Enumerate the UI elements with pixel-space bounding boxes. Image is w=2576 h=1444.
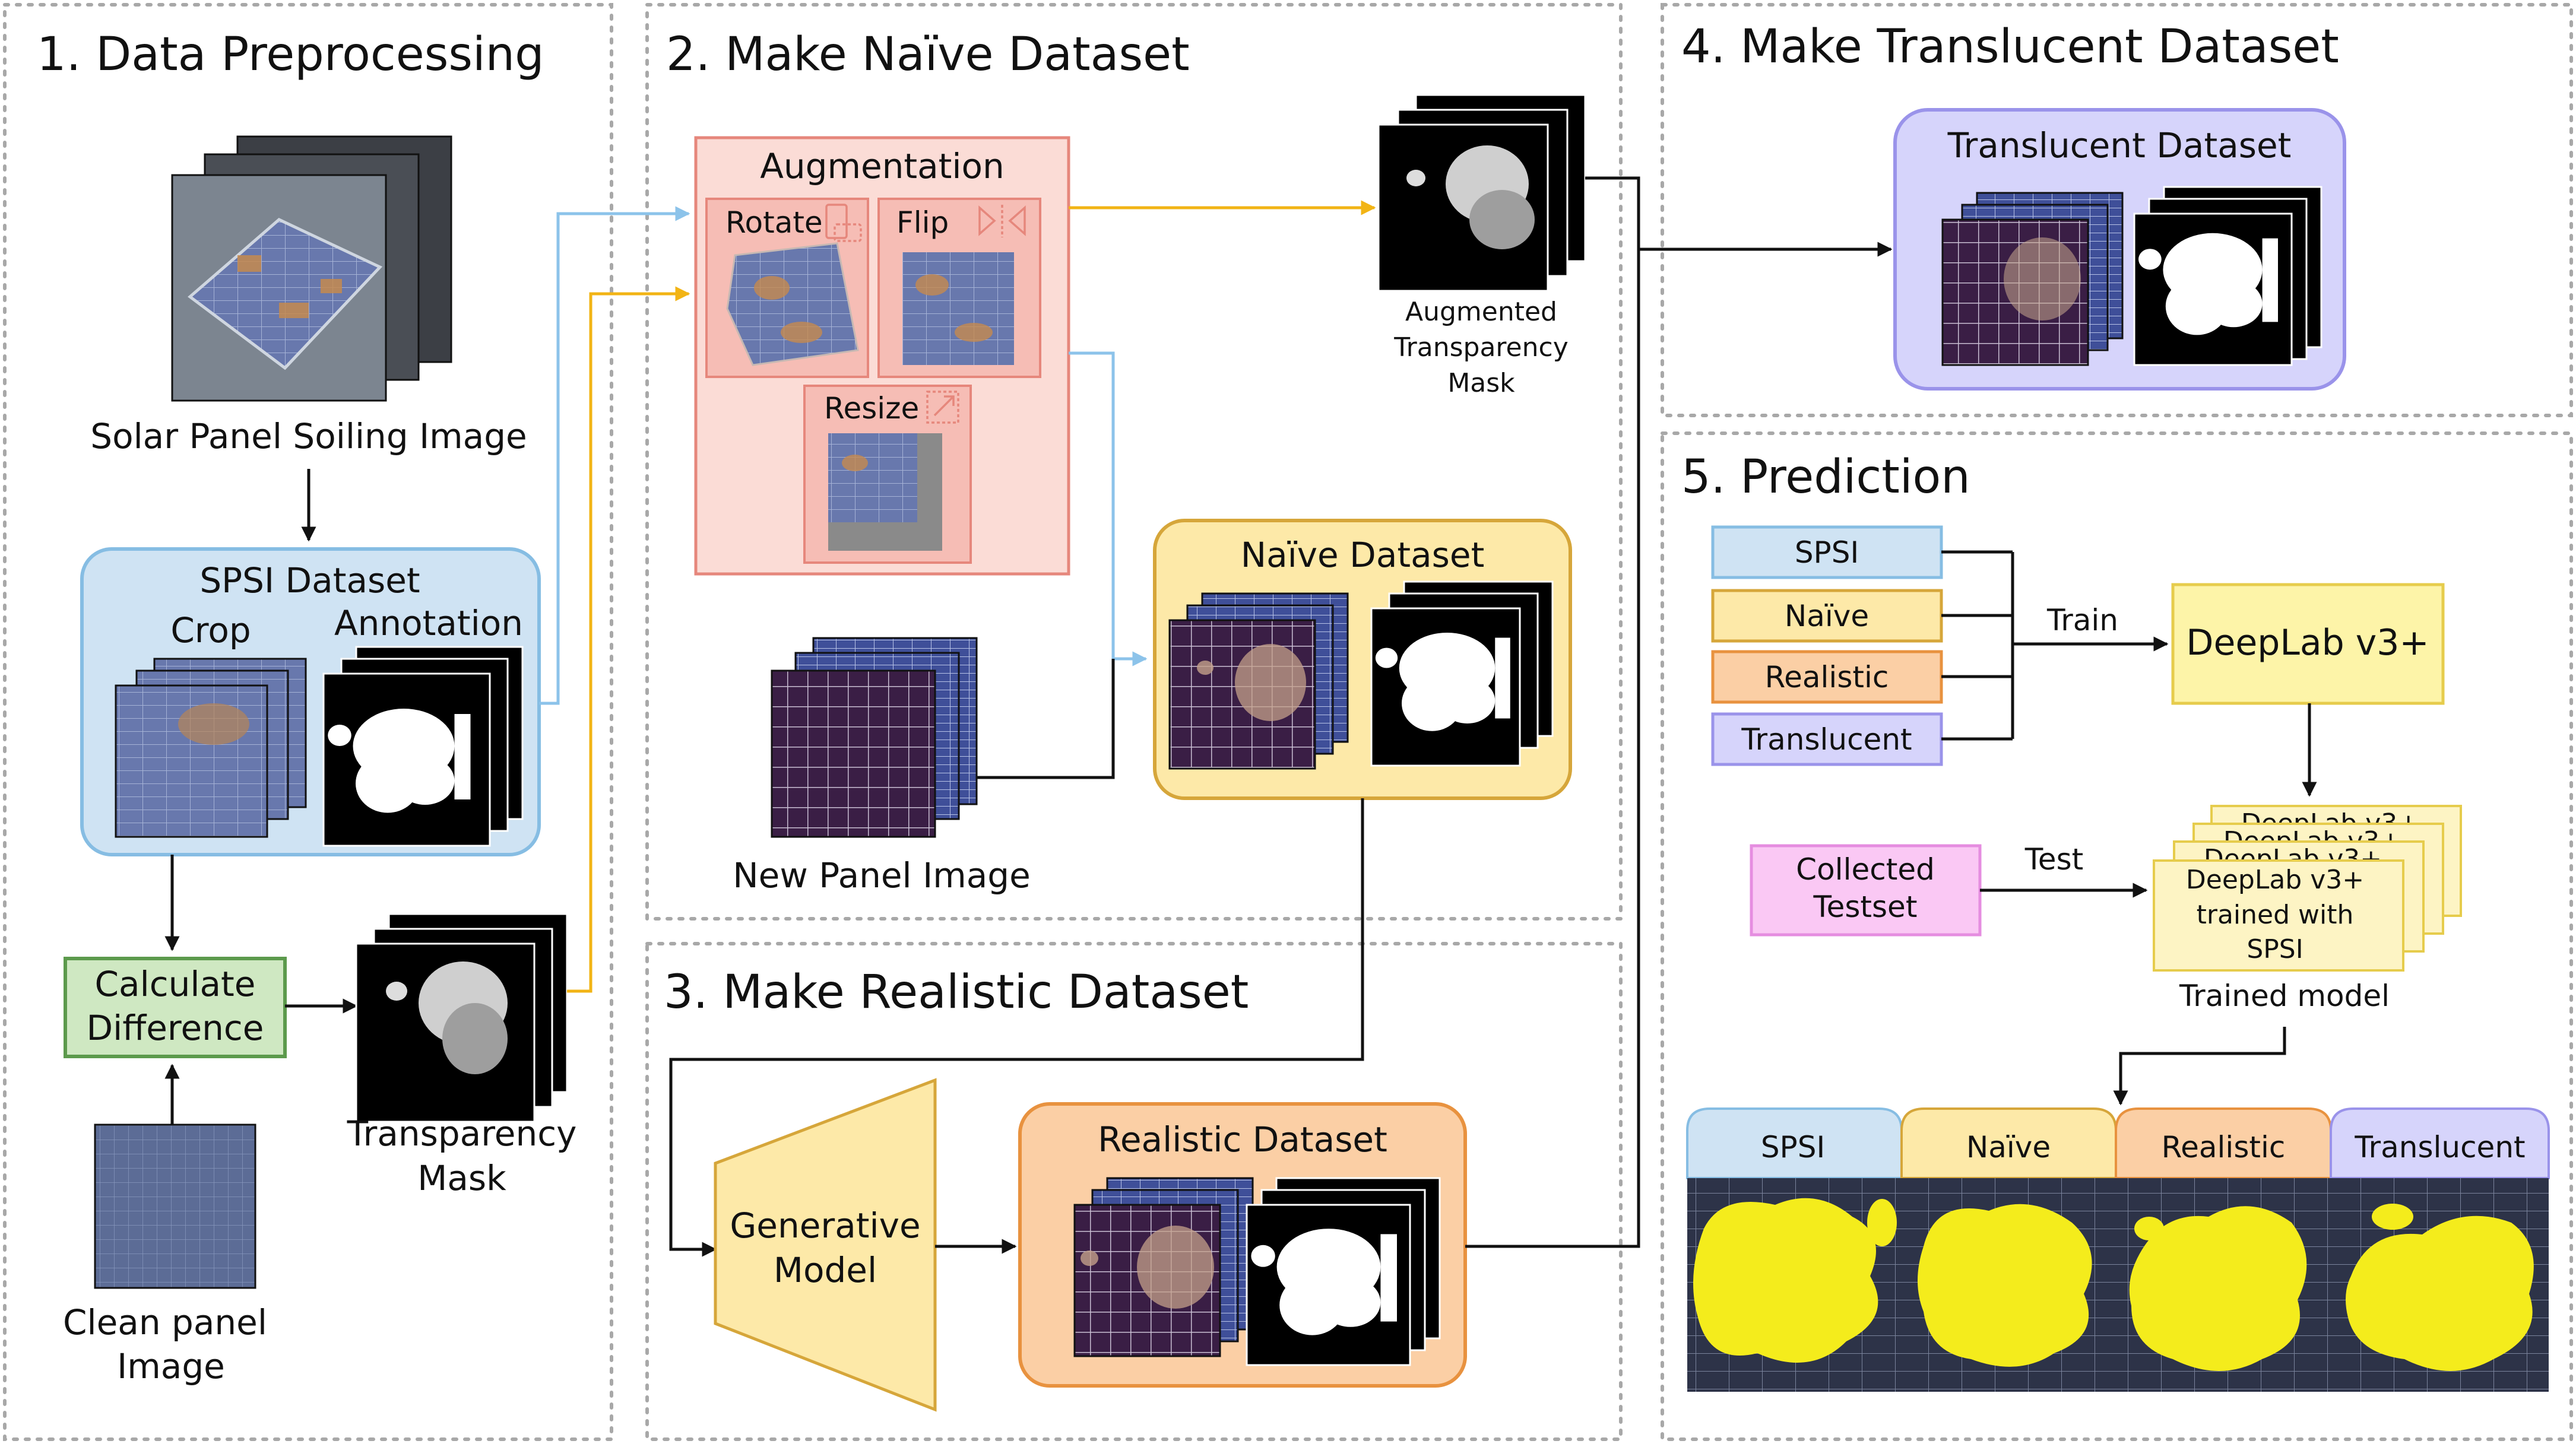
realistic-image-stack: [1073, 1177, 1254, 1357]
annotation-label: Annotation: [334, 603, 523, 643]
frame-translucent-dataset: [1661, 3, 2573, 417]
dataset-naive-label: Naïve: [1785, 599, 1869, 633]
rotate-icon: [825, 204, 862, 242]
frame-naive-dataset: [645, 3, 1623, 921]
frame-realistic-dataset: [645, 942, 1623, 1441]
new-panel-label: New Panel Image: [733, 855, 1031, 896]
naive-mask-stack: [1370, 580, 1554, 767]
connector-new-panel-to-naive: [977, 659, 1115, 779]
arrow-mask-to-translucent: [1585, 176, 1893, 257]
transparency-mask-stack: [355, 913, 568, 1123]
train-label: Train: [2046, 603, 2118, 637]
crop-label: Crop: [170, 610, 251, 650]
solar-panel-soiling-image: [171, 135, 452, 402]
collected-testset-line2: Testset: [1813, 890, 1918, 924]
dataset-translucent-box: [1711, 712, 1943, 766]
test-label: Test: [2024, 842, 2083, 877]
solar-image-label: Solar Panel Soiling Image: [90, 416, 527, 456]
clean-panel-line1: Clean panel: [63, 1302, 267, 1343]
section-title-5: 5. Prediction: [1681, 450, 1970, 504]
rotate-label: Rotate: [725, 205, 823, 240]
dataset-spsi-box: [1711, 525, 1943, 579]
augmented-mask-line2: Transparency: [1393, 332, 1568, 363]
augmentation-title: Augmentation: [760, 146, 1005, 186]
augmented-mask-line1: Augmented: [1405, 297, 1557, 327]
connector-realistic-to-translucent: [1465, 249, 1640, 1248]
resize-icon: [926, 391, 959, 424]
deeplab-box: [2171, 583, 2445, 705]
result-tab-spsi-label: SPSI: [1761, 1130, 1825, 1164]
realistic-dataset-title: Realistic Dataset: [1098, 1119, 1387, 1160]
translucent-dataset-title: Translucent Dataset: [1947, 125, 2292, 166]
arrow-trained-to-results: [2113, 1027, 2286, 1106]
result-tab-translucent: [2330, 1107, 2550, 1179]
result-image-translucent: [2331, 1178, 2549, 1392]
trained-model-front-line1: DeepLab v3+: [2186, 865, 2364, 895]
calculate-difference-line2: Difference: [86, 1008, 264, 1048]
generative-model-line2: Model: [774, 1250, 877, 1290]
result-image-naive: [1902, 1178, 2116, 1392]
new-panel-image-stack: [771, 637, 978, 838]
clean-panel-line2: Image: [117, 1346, 225, 1386]
result-image-spsi: [1687, 1178, 1902, 1392]
clean-panel-image: [94, 1124, 256, 1289]
result-tab-realistic-label: Realistic: [2162, 1130, 2286, 1164]
deeplab-label: DeepLab v3+: [2186, 622, 2429, 664]
augmented-mask-line3: Mask: [1447, 368, 1515, 398]
translucent-mask-stack: [2133, 186, 2322, 366]
section-title-2: 2. Make Naïve Dataset: [666, 28, 1190, 81]
arrow-naive-to-generative: [669, 798, 1364, 1257]
trained-model-label: Trained model: [2179, 979, 2390, 1013]
arrow-spsi-to-augmentation: [539, 206, 690, 705]
naive-dataset-title: Naïve Dataset: [1241, 535, 1485, 575]
generative-model-line1: Generative: [730, 1205, 920, 1246]
trained-model-stack: DeepLab v3+ DeepLab v3+ DeepLab v3+ Deep…: [2153, 805, 2462, 972]
arrow-augmentation-to-naive: [1069, 351, 1148, 667]
translucent-image-stack: [1941, 192, 2124, 366]
transparency-mask-line1: Transparency: [347, 1113, 577, 1154]
prediction-results: SPSI Naïve Realistic Translucent: [1686, 1107, 2550, 1392]
section-title-1: 1. Data Preprocessing: [37, 28, 544, 81]
flip-icon: [978, 205, 1026, 237]
dataset-spsi-label: SPSI: [1795, 535, 1859, 570]
naive-image-stack: [1168, 592, 1349, 770]
trained-model-front-line3: SPSI: [2247, 934, 2303, 964]
resize-label: Resize: [824, 391, 919, 426]
realistic-mask-stack: [1246, 1177, 1441, 1366]
result-tab-naive-label: Naïve: [1966, 1130, 2051, 1164]
spsi-dataset-title: SPSI Dataset: [199, 560, 420, 601]
crop-image-stack: [115, 658, 307, 838]
dataset-realistic-box: [1711, 650, 1943, 704]
flipped-sample-image: [902, 252, 1014, 365]
trained-model-card-front: [2153, 859, 2404, 972]
result-image-realistic: [2116, 1178, 2331, 1392]
collected-testset-line1: Collected: [1796, 852, 1935, 887]
transparency-mask-line2: Mask: [417, 1158, 506, 1198]
arrow-mask-to-augmentation: [567, 286, 690, 993]
dataset-translucent-label: Translucent: [1741, 722, 1912, 757]
frame-prediction: [1661, 431, 2573, 1441]
section-title-3: 3. Make Realistic Dataset: [664, 966, 1249, 1019]
dataset-realistic-label: Realistic: [1765, 660, 1889, 694]
result-tab-translucent-label: Translucent: [2354, 1130, 2525, 1164]
train-connectors: [1941, 550, 2014, 741]
rotated-sample-image: [726, 242, 859, 366]
resized-sample-image: [828, 433, 917, 522]
section-title-4: 4. Make Translucent Dataset: [1681, 20, 2339, 74]
generative-model-shape: [714, 1078, 937, 1412]
section-frames: [3, 3, 2573, 1441]
annotation-mask-stack: [322, 646, 524, 847]
calculate-difference-line1: Calculate: [95, 964, 256, 1004]
augmented-mask-stack: [1377, 94, 1586, 292]
flip-label: Flip: [896, 205, 949, 240]
training-datasets: SPSI Naïve Realistic Translucent: [1711, 525, 1943, 766]
trained-model-front-line2: trained with: [2197, 900, 2354, 930]
calculate-difference-box: [64, 957, 287, 1058]
